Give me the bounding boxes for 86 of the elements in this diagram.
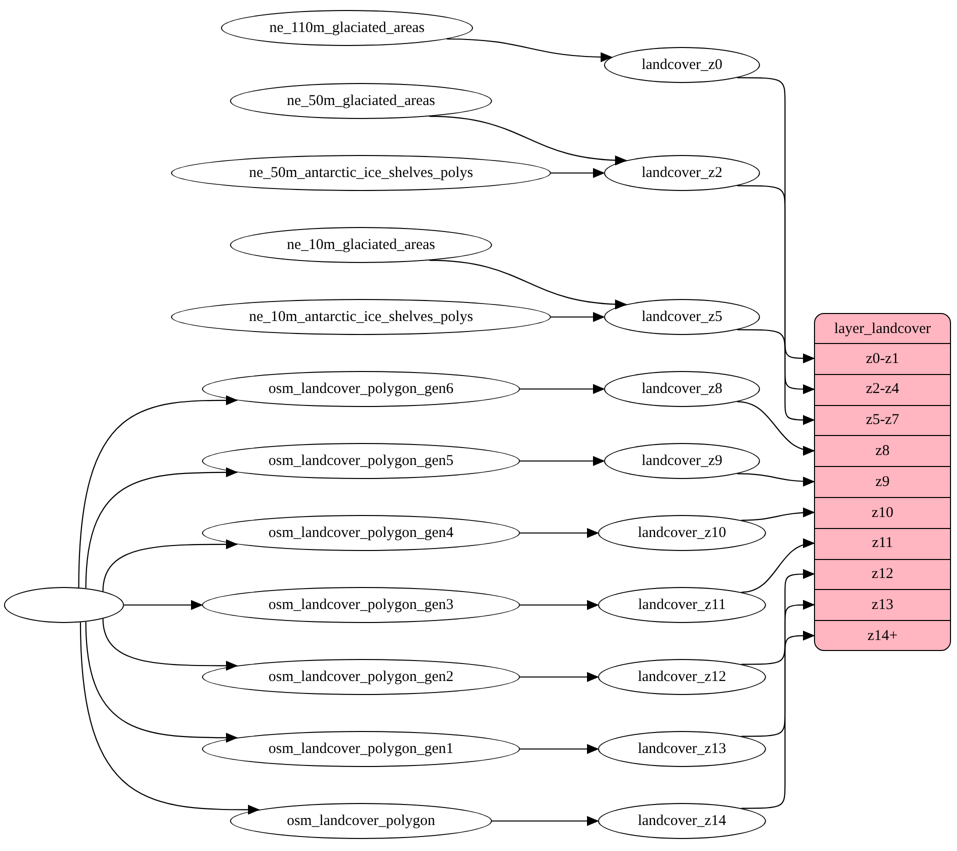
node-label: landcover_z10	[638, 524, 726, 543]
arrow	[85, 622, 238, 743]
arrow	[80, 622, 260, 815]
arrow	[78, 395, 238, 588]
ellipse-node	[604, 443, 760, 479]
ellipse-node	[604, 155, 760, 191]
node-label: landcover_z14	[638, 812, 726, 831]
arrow	[520, 672, 599, 682]
ellipse-node	[598, 803, 766, 839]
node-label: landcover_z2	[642, 164, 722, 183]
ellipse-node	[202, 659, 520, 695]
node-label: z14+	[867, 626, 898, 646]
ellipse-node	[171, 155, 551, 191]
node-label: z2-z4	[866, 380, 900, 400]
arrow	[520, 528, 599, 538]
node-label: landcover_z11	[638, 596, 726, 615]
node-label: osm_landcover_polygon	[286, 812, 436, 831]
node-label: layer_landcover	[834, 320, 931, 339]
node-label: z10	[872, 504, 894, 523]
arrow	[446, 38, 613, 62]
record-node	[814, 313, 951, 651]
ellipse-node	[230, 83, 492, 119]
ellipse-node	[171, 299, 551, 335]
node-label: z8	[875, 442, 890, 462]
ellipse-node	[604, 47, 760, 83]
ellipse-node	[202, 731, 520, 767]
ellipse-node	[604, 371, 760, 407]
arrow	[741, 600, 815, 737]
arrow	[741, 569, 815, 665]
arrow	[737, 473, 815, 486]
node-label: z11	[872, 534, 894, 554]
ellipse-node	[202, 371, 520, 407]
node-label: ne_110m_glaciated_areas	[269, 18, 425, 38]
arrow	[520, 600, 599, 610]
ellipse-node	[598, 515, 766, 551]
ellipse-node	[221, 10, 473, 46]
arrow	[492, 816, 599, 826]
node-label: landcover_z5	[642, 308, 722, 327]
node-label: ne_10m_antarctic_ice_shelves_polys	[248, 308, 474, 327]
ellipse-node	[598, 587, 766, 623]
arrow	[102, 618, 238, 671]
ellipse-node	[4, 587, 124, 623]
ellipse-node	[598, 659, 766, 695]
ellipse-node	[202, 443, 520, 479]
node-label: z0-z1	[866, 350, 900, 369]
node-label: landcover_z9	[642, 452, 722, 471]
ellipse-node	[202, 515, 520, 551]
node-label: landcover_z12	[638, 668, 726, 687]
arrow	[429, 260, 628, 310]
node-label: osm_landcover_polygon_gen4	[268, 524, 454, 543]
ellipse-node	[230, 227, 492, 263]
ellipse-node	[604, 299, 760, 335]
arrow	[551, 312, 605, 322]
arrow	[520, 384, 605, 394]
node-label: osm_landcover_polygon_gen1	[268, 740, 454, 759]
arrow	[551, 168, 605, 178]
arrow	[741, 508, 815, 521]
arrow	[737, 329, 815, 425]
arrow	[520, 744, 599, 754]
ellipse-node	[230, 803, 492, 839]
arrow	[102, 539, 238, 592]
node-label: ne_50m_glaciated_areas	[286, 92, 436, 111]
node-label: ne_50m_antarctic_ice_shelves_polys	[248, 164, 474, 183]
arrow	[737, 401, 815, 455]
arrow	[429, 116, 628, 166]
ellipse-node	[598, 731, 766, 767]
node-label: landcover_z13	[638, 740, 726, 759]
node-label: z5-z7	[866, 411, 900, 430]
node-label: landcover_z0	[642, 56, 722, 75]
arrow	[741, 540, 815, 593]
node-label: osm_landcover_polygon_gen6	[268, 380, 454, 399]
arrow	[737, 185, 815, 394]
arrow	[85, 467, 238, 588]
arrow	[737, 77, 815, 364]
node-label: osm_landcover_polygon_gen3	[268, 596, 454, 615]
node-label: z12	[872, 565, 894, 584]
node-label: ne_10m_glaciated_areas	[286, 236, 436, 255]
node-label: osm_landcover_polygon_gen2	[268, 668, 454, 687]
arrow	[520, 456, 605, 466]
arrow	[741, 630, 815, 809]
node-label: z13	[872, 596, 894, 616]
node-label: osm_landcover_polygon_gen5	[268, 452, 454, 471]
node-label: z9	[875, 472, 890, 492]
node-label: landcover_z8	[642, 380, 722, 399]
arrow	[124, 600, 203, 610]
ellipse-node	[202, 587, 520, 623]
